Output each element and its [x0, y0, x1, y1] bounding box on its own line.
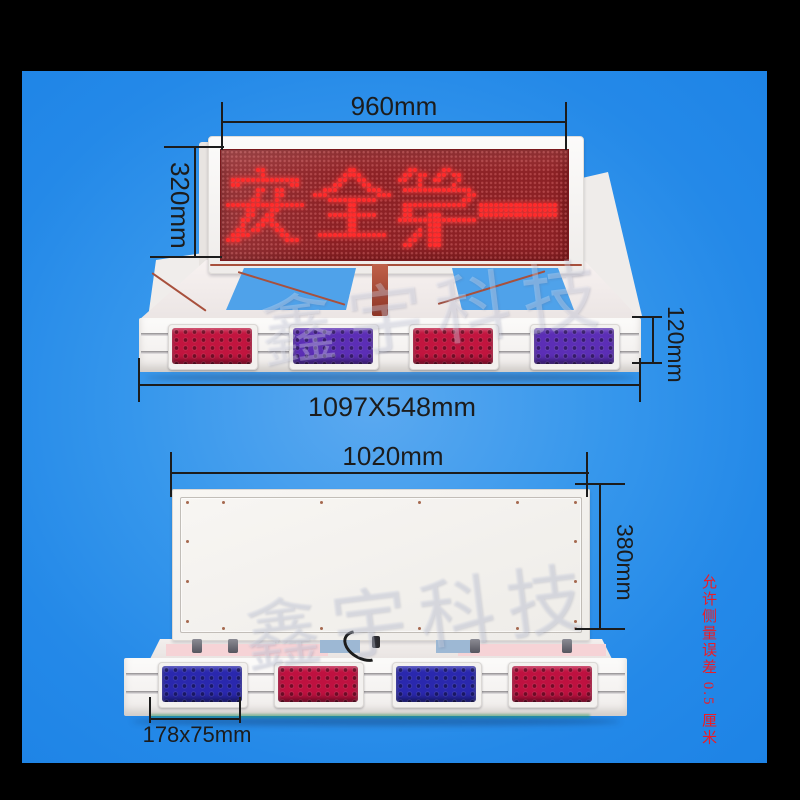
tolerance-note: 允许侧量误差 0.5 厘米: [700, 574, 716, 747]
reflector-plate: [409, 324, 499, 370]
rail-rod-upper: [126, 673, 625, 676]
dim-120-tick-bottom: [632, 362, 662, 364]
dim-178-tick-right: [239, 697, 241, 723]
reflector-red-2: [413, 328, 493, 364]
reflector-plate: [530, 324, 620, 370]
reflector-blue-1: [162, 666, 242, 702]
back-panel: [172, 489, 590, 641]
dim-1097-label: 1097X548mm: [307, 392, 477, 422]
dim-120-line: [652, 317, 654, 364]
rail-rod-upper: [141, 333, 639, 336]
reflector-red-1: [172, 328, 252, 364]
dim-320-tick-bottom: [150, 256, 222, 258]
dim-1020-tick-left: [170, 452, 172, 497]
reflector-blue-2: [396, 666, 476, 702]
led-char-quan: [313, 167, 391, 247]
led-char-di: [398, 167, 476, 247]
frame-left: [0, 0, 22, 800]
dim-960-label: 960mm: [350, 91, 438, 121]
deck-slot-right: [436, 640, 478, 653]
dim-120-tick-top: [632, 316, 662, 318]
dim-1020-label: 1020mm: [342, 441, 444, 471]
rail-shadow: [132, 717, 620, 726]
frame-top: [0, 0, 800, 71]
dim-960-tick-left: [221, 102, 223, 150]
deck-slot-left: [320, 640, 360, 653]
reflector-plate: [508, 662, 598, 708]
dim-1097-tick-right: [639, 358, 641, 402]
rail-shadow: [145, 373, 637, 382]
dim-320-label: 320mm: [165, 162, 195, 249]
reflector-plate: [289, 324, 379, 370]
reflector-red-3: [278, 666, 358, 702]
led-char-yi: [479, 167, 557, 247]
rail-green-reflection: [150, 714, 590, 718]
reflector-plate: [392, 662, 482, 708]
hinge-clamp: [228, 639, 238, 653]
rail-rod-lower: [126, 691, 625, 694]
dim-960-tick-right: [565, 102, 567, 150]
dim-178-line: [149, 718, 241, 720]
hinge-clamp: [562, 639, 572, 653]
dim-1020-tick-right: [586, 452, 588, 497]
dim-960-line: [222, 121, 567, 123]
dim-120-label: 120mm: [663, 306, 689, 383]
reflector-plate: [168, 324, 258, 370]
dim-380-line: [599, 484, 601, 630]
reflector-plate: [158, 662, 248, 708]
dim-320-line: [194, 147, 196, 257]
led-char-an: [226, 167, 304, 247]
dim-1020-line: [171, 472, 589, 474]
reflector-purple-2: [534, 328, 614, 364]
hinge-clamp: [192, 639, 202, 653]
dim-178-label: 178x75mm: [142, 722, 252, 747]
frame-right: [767, 0, 800, 800]
dim-1097-line: [139, 384, 641, 386]
frame-bottom: [0, 763, 800, 800]
center-hinge-mechanism: [372, 264, 388, 316]
hinge-clamp: [470, 639, 480, 653]
reflector-red-4: [512, 666, 592, 702]
reflective-strip-left: [166, 644, 328, 656]
dim-380-label: 380mm: [612, 524, 638, 601]
hinge-rod-back: [210, 264, 582, 266]
dim-320-tick-top: [164, 146, 224, 148]
latch-knob: [372, 636, 380, 648]
reflector-plate: [274, 662, 364, 708]
dim-380-tick-top: [575, 483, 625, 485]
led-display-panel: [220, 149, 569, 261]
dim-380-tick-bottom: [575, 628, 625, 630]
deck-cutout-right: [452, 268, 574, 310]
dim-178-tick-left: [149, 697, 151, 723]
panel-screws: [186, 501, 189, 504]
reflector-purple-1: [293, 328, 373, 364]
dim-1097-tick-left: [138, 358, 140, 402]
back-panel-inner-frame: [180, 497, 582, 633]
rail-rod-lower: [141, 351, 639, 354]
